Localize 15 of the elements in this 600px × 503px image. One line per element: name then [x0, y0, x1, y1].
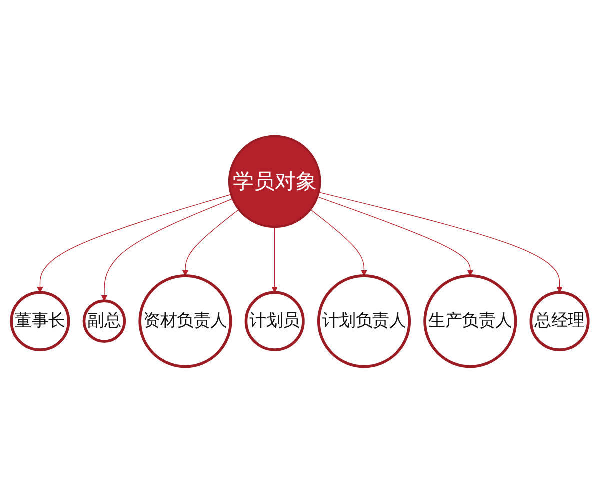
- node-circle: 生产负责人: [424, 274, 518, 368]
- arrow: [317, 196, 474, 276]
- arrow: [310, 209, 368, 276]
- node-circle: 计划负责人: [317, 274, 412, 368]
- node-circle: 董事长: [10, 291, 70, 352]
- node-circle: 资材负责人: [138, 274, 232, 368]
- node-circle: 总经理: [530, 291, 590, 352]
- node-circle: 学员对象: [228, 135, 322, 228]
- arrow: [182, 209, 240, 276]
- arrow: [318, 192, 563, 293]
- arrow: [272, 226, 278, 293]
- node-circle: 计划员: [244, 291, 305, 352]
- arrow: [101, 198, 234, 302]
- arrow: [37, 194, 232, 293]
- node-circle: 副总: [82, 300, 126, 343]
